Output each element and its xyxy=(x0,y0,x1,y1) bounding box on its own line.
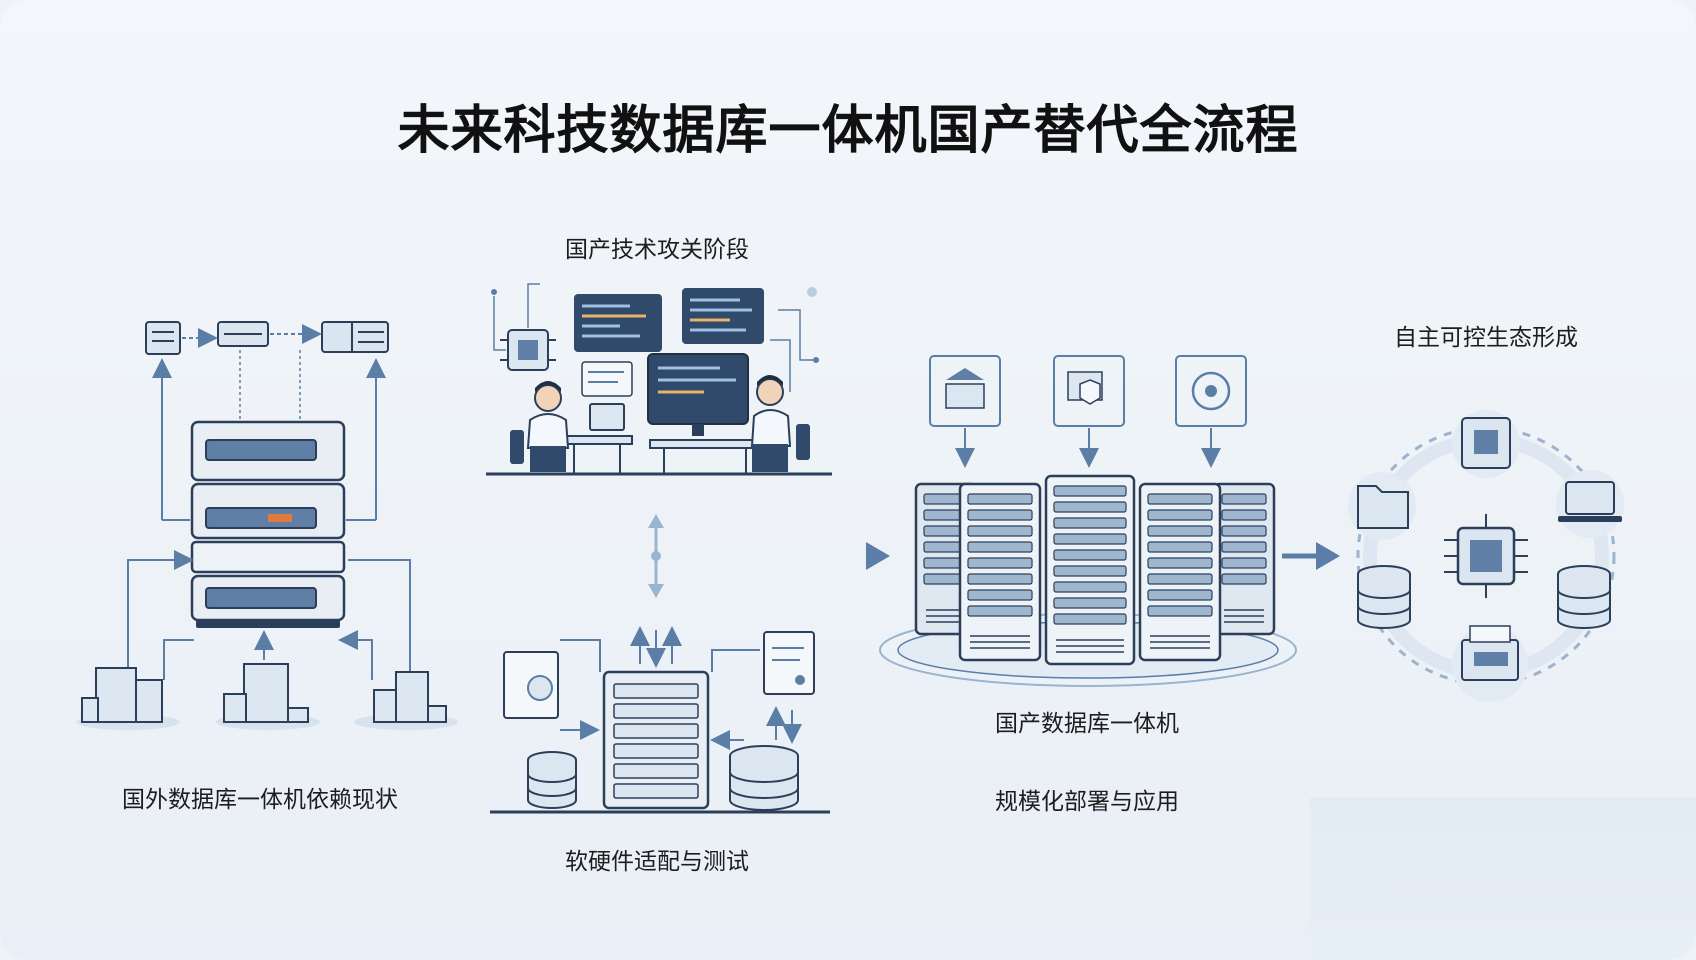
folder-icon xyxy=(1348,472,1416,540)
foreign-server-stack xyxy=(190,420,346,628)
security-icon xyxy=(1053,355,1125,427)
research-illustration xyxy=(486,283,832,476)
stage-label-appliance: 国产数据库一体机 xyxy=(995,711,1179,737)
processor-icon xyxy=(1452,410,1520,478)
database-icon xyxy=(729,745,799,811)
data-panel-icon xyxy=(217,321,269,347)
chip-icon xyxy=(500,329,556,371)
building-icon xyxy=(216,663,320,730)
building-icon xyxy=(76,667,180,730)
chip-icon xyxy=(1444,514,1528,598)
database-icon xyxy=(1557,565,1611,629)
server-rack xyxy=(1212,482,1276,636)
diagram-title: 未来科技数据库一体机国产替代全流程 xyxy=(397,101,1299,161)
small-monitor-icon xyxy=(589,403,625,431)
domestic-appliance-illustration xyxy=(879,355,1297,687)
laptop-icon xyxy=(1556,470,1624,538)
stage-label-deployment: 规模化部署与应用 xyxy=(995,789,1179,815)
stage-label-adaptation: 软硬件适配与测试 xyxy=(565,849,749,875)
bank-icon xyxy=(929,355,1001,427)
document-icon xyxy=(763,631,815,695)
data-panel-icon xyxy=(321,321,389,353)
stage-label-foreign: 国外数据库一体机依赖现状 xyxy=(122,787,398,813)
server-rack xyxy=(958,482,1042,662)
code-window xyxy=(682,288,764,344)
building-icon xyxy=(354,671,458,730)
stage-label-ecosystem: 自主可控生态形成 xyxy=(1394,325,1578,351)
monitor-icon xyxy=(647,353,749,436)
main-flow-arrow xyxy=(406,514,890,598)
adaptation-illustration xyxy=(490,626,830,814)
flow-arrow-to-ecosystem xyxy=(1316,542,1340,570)
background-panel xyxy=(1310,798,1696,960)
database-icon xyxy=(1357,565,1411,629)
foreign-appliance-illustration xyxy=(76,321,458,730)
database-icon xyxy=(527,751,577,809)
engineer-figure xyxy=(750,375,810,472)
document-icon xyxy=(581,361,633,397)
ecosystem-illustration xyxy=(1348,410,1624,702)
document-icon xyxy=(503,651,559,719)
target-icon xyxy=(1175,355,1247,427)
server-rack xyxy=(1138,482,1222,662)
code-window xyxy=(574,294,662,352)
test-server-rack xyxy=(602,670,710,810)
data-panel-icon xyxy=(145,321,181,355)
printer-icon xyxy=(1452,625,1528,702)
server-rack xyxy=(1044,474,1136,666)
engineer-figure xyxy=(510,381,570,472)
stage-label-research: 国产技术攻关阶段 xyxy=(565,237,749,263)
